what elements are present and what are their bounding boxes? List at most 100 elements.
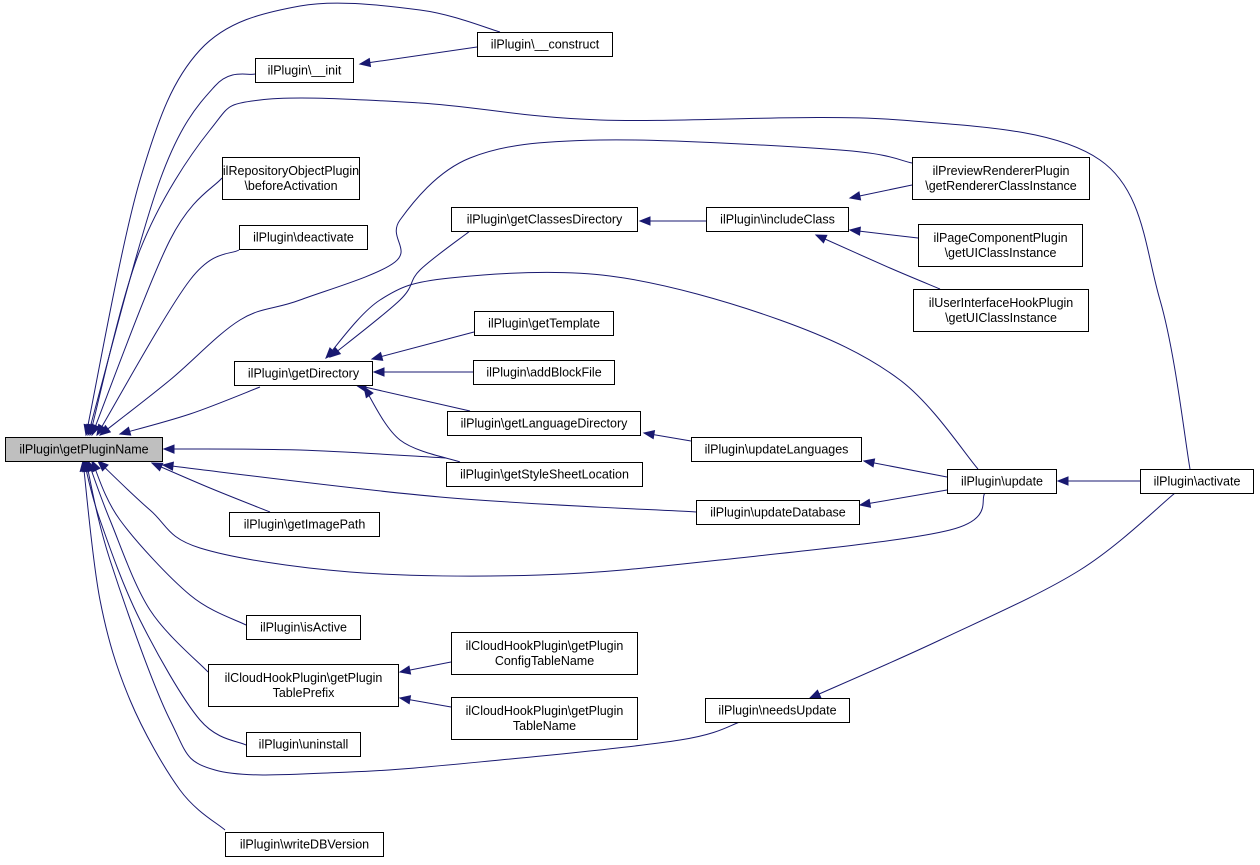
node-label: ilPlugin\updateDatabase xyxy=(710,506,846,520)
edge-cloudConfigTableName-to-cloudTablePrefix xyxy=(398,661,452,675)
arrowhead-icon xyxy=(638,216,651,226)
arrowhead-icon xyxy=(858,498,872,508)
node-box xyxy=(246,615,361,640)
node-label: \beforeActivation xyxy=(244,179,337,193)
node-addBlockFile[interactable]: ilPlugin\addBlockFile xyxy=(473,360,615,385)
node-box xyxy=(696,500,860,525)
edge-repoBeforeActivation-to-getPluginName xyxy=(91,177,223,437)
node-getImagePath[interactable]: ilPlugin\getImagePath xyxy=(229,512,380,537)
edge-cloudTableName-to-cloudTablePrefix xyxy=(398,695,452,708)
arrowhead-icon xyxy=(98,424,112,436)
node-label: \getUIClassInstance xyxy=(945,246,1057,260)
node-getStyleSheetLocation[interactable]: ilPlugin\getStyleSheetLocation xyxy=(446,462,643,487)
edge-updateDatabase-to-getPluginName xyxy=(161,461,697,513)
node-label: ilPlugin\updateLanguages xyxy=(705,443,849,457)
node-writeDBVersion[interactable]: ilPlugin\writeDBVersion xyxy=(225,832,384,857)
arrowhead-icon xyxy=(96,423,107,437)
edge-updateLanguages-to-getLanguageDirectory xyxy=(642,430,692,442)
node-box xyxy=(246,732,361,757)
arrowhead-icon xyxy=(848,191,862,201)
node-construct[interactable]: ilPlugin\__construct xyxy=(477,32,613,57)
edge-line xyxy=(99,139,913,436)
node-label: ilPlugin\getImagePath xyxy=(244,518,366,532)
node-deactivate[interactable]: ilPlugin\deactivate xyxy=(239,225,368,250)
node-box xyxy=(447,411,641,436)
node-updateLanguages[interactable]: ilPlugin\updateLanguages xyxy=(691,437,862,462)
node-getLanguageDirectory[interactable]: ilPlugin\getLanguageDirectory xyxy=(447,411,641,436)
node-box xyxy=(234,361,373,386)
node-activate[interactable]: ilPlugin\activate xyxy=(1140,469,1254,494)
edge-isActive-to-getPluginName xyxy=(91,459,247,626)
node-repoBeforeActivation[interactable]: ilRepositoryObjectPlugin\beforeActivatio… xyxy=(222,157,360,200)
arrowhead-icon xyxy=(848,226,861,236)
edge-getLanguageDirectory-to-getDirectory xyxy=(354,382,471,412)
edge-line xyxy=(91,177,223,436)
arrowhead-icon xyxy=(862,458,876,468)
node-box xyxy=(451,697,638,740)
edge-line xyxy=(325,272,979,470)
node-box xyxy=(477,32,613,57)
node-label: ilCloudHookPlugin\getPlugin xyxy=(225,671,383,685)
node-isActive[interactable]: ilPlugin\isActive xyxy=(246,615,361,640)
edge-getTemplate-to-getDirectory xyxy=(370,331,475,361)
node-label: ilRepositoryObjectPlugin xyxy=(223,164,359,178)
edge-update-to-getDirectory xyxy=(325,272,979,470)
node-label: ilPlugin\getStyleSheetLocation xyxy=(460,468,629,482)
edge-line xyxy=(371,331,475,360)
node-previewRenderer[interactable]: ilPreviewRendererPlugin\getRendererClass… xyxy=(912,157,1090,200)
arrowhead-icon xyxy=(325,347,337,359)
edge-line xyxy=(849,229,919,239)
node-box xyxy=(255,58,354,83)
node-label: ilPlugin\getTemplate xyxy=(488,317,600,331)
node-box xyxy=(225,832,384,857)
node-cloudConfigTableName[interactable]: ilCloudHookPlugin\getPluginConfigTableNa… xyxy=(451,632,638,675)
edge-line xyxy=(87,460,209,673)
node-box xyxy=(222,157,360,200)
node-update[interactable]: ilPlugin\update xyxy=(947,469,1057,494)
node-includeClass[interactable]: ilPlugin\includeClass xyxy=(706,207,849,232)
call-edges xyxy=(79,2,1191,831)
node-label: \getRendererClassInstance xyxy=(925,179,1077,193)
node-label: ilPlugin\update xyxy=(961,475,1043,489)
arrowhead-icon xyxy=(97,460,109,472)
node-init[interactable]: ilPlugin\__init xyxy=(255,58,354,83)
edge-line xyxy=(85,460,741,776)
node-getClassesDirectory[interactable]: ilPlugin\getClassesDirectory xyxy=(451,207,638,232)
node-box xyxy=(474,311,614,336)
node-box xyxy=(239,225,368,250)
node-label: ilUserInterfaceHookPlugin xyxy=(929,296,1074,310)
node-box xyxy=(947,469,1057,494)
node-pageComponent[interactable]: ilPageComponentPlugin\getUIClassInstance xyxy=(918,224,1083,267)
edge-line xyxy=(809,492,1176,699)
edge-line xyxy=(815,234,941,290)
arrowhead-icon xyxy=(370,351,384,361)
node-label: ilPlugin\getDirectory xyxy=(248,367,360,381)
node-getTemplate[interactable]: ilPlugin\getTemplate xyxy=(474,311,614,336)
node-label: ilPlugin\needsUpdate xyxy=(718,704,836,718)
node-getPluginName[interactable]: ilPlugin\getPluginName xyxy=(5,437,163,462)
node-box xyxy=(451,632,638,675)
edge-getDirectory-to-getPluginName xyxy=(118,386,261,436)
node-needsUpdate[interactable]: ilPlugin\needsUpdate xyxy=(705,698,850,723)
node-label: ilPlugin\isActive xyxy=(260,621,347,635)
arrowhead-icon xyxy=(398,695,412,705)
edge-line xyxy=(163,448,447,459)
node-uiHook[interactable]: ilUserInterfaceHookPlugin\getUIClassInst… xyxy=(913,289,1089,332)
edge-update-to-updateLanguages xyxy=(862,458,948,478)
call-nodes: ilPlugin\getPluginName ilPlugin\__init ilP… xyxy=(5,32,1254,857)
node-label: ilPlugin\__init xyxy=(268,64,342,78)
node-box xyxy=(1140,469,1254,494)
node-label: ilPlugin\addBlockFile xyxy=(486,366,601,380)
node-updateDatabase[interactable]: ilPlugin\updateDatabase xyxy=(696,500,860,525)
arrowhead-icon xyxy=(363,385,374,399)
edge-line xyxy=(91,460,247,626)
node-getDirectory[interactable]: ilPlugin\getDirectory xyxy=(234,361,373,386)
node-box xyxy=(913,289,1089,332)
root-node-box xyxy=(5,437,163,462)
node-uninstall[interactable]: ilPlugin\uninstall xyxy=(246,732,361,757)
node-label: ilPlugin\getLanguageDirectory xyxy=(461,417,629,431)
arrowhead-icon xyxy=(358,57,372,68)
